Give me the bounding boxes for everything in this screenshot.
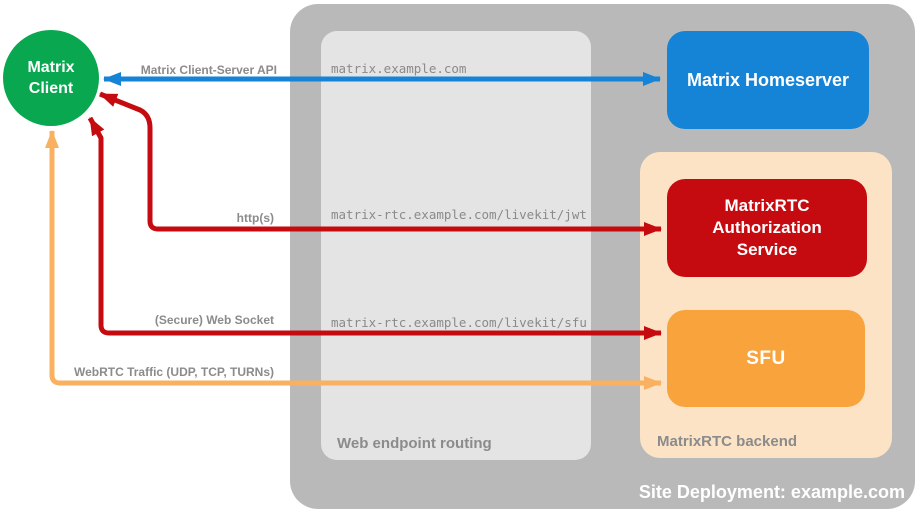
- websocket-arrow-label: (Secure) Web Socket: [154, 313, 274, 327]
- homeserver-endpoint-url: matrix.example.com: [331, 61, 467, 76]
- web-endpoint-routing-container: [321, 31, 591, 460]
- sfu-label: SFU: [746, 347, 786, 369]
- client-server-api-arrow-label: Matrix Client-Server API: [140, 63, 277, 77]
- matrix-client-node: Matrix Client: [3, 30, 99, 126]
- webrtc-arrow-label: WebRTC Traffic (UDP, TCP, TURNs): [73, 365, 274, 379]
- matrixrtc-backend-label: MatrixRTC backend: [657, 433, 798, 450]
- matrixrtc-auth-service-node: MatrixRTC Authorization Service: [667, 179, 867, 277]
- matrix-client-label-line1: Matrix: [27, 59, 75, 76]
- matrix-client-label-line2: Client: [28, 80, 74, 97]
- http-arrow-label: http(s): [236, 211, 274, 225]
- matrixrtc-auth-service-label: MatrixRTC Authorization Service: [712, 196, 822, 259]
- site-deployment-label: Site Deployment: example.com: [638, 482, 905, 502]
- sfu-node: SFU: [667, 310, 865, 407]
- matrix-homeserver-node: Matrix Homeserver: [667, 31, 869, 129]
- jwt-endpoint-url: matrix-rtc.example.com/livekit/jwt: [331, 207, 587, 222]
- web-endpoint-routing-label: Web endpoint routing: [337, 435, 492, 452]
- matrix-homeserver-label: Matrix Homeserver: [686, 69, 850, 90]
- sfu-endpoint-url: matrix-rtc.example.com/livekit/sfu: [331, 315, 587, 330]
